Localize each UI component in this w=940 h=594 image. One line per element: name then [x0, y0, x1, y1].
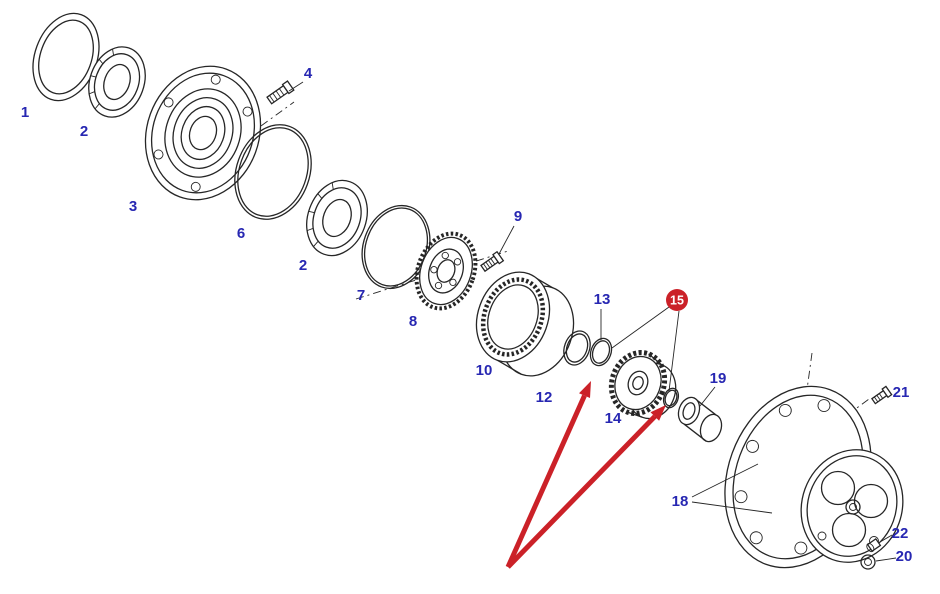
leader-15 — [611, 306, 680, 392]
leader-20 — [875, 557, 897, 562]
callout-14: 14 — [605, 410, 622, 427]
callout-22: 22 — [892, 525, 909, 542]
leader-4 — [288, 81, 304, 92]
badge-15-label: 15 — [670, 294, 684, 308]
highlight-badge-15: 15 — [611, 289, 688, 392]
part-8-toothed-plate — [414, 231, 478, 311]
callout-3: 3 — [129, 198, 137, 215]
callout-6: 6 — [237, 225, 245, 242]
callout-1: 1 — [21, 104, 29, 121]
red-arrow-1 — [505, 394, 587, 569]
callout-18: 18 — [672, 493, 689, 510]
callout-labels: 1 2 3 4 6 2 7 8 9 10 12 13 14 18 19 20 2… — [21, 65, 913, 565]
part-3-hub — [144, 65, 262, 201]
leader-19 — [699, 386, 716, 407]
callout-9: 9 — [514, 208, 522, 225]
part-22-plug — [866, 537, 882, 553]
callout-20: 20 — [896, 548, 913, 565]
callout-8: 8 — [409, 313, 417, 330]
callout-2a: 2 — [80, 123, 88, 140]
part-14-sun-gear — [608, 350, 677, 420]
highlight-arrows — [505, 381, 666, 569]
part-21-bolt — [871, 385, 893, 405]
part-19-bushing — [677, 396, 723, 443]
leader-9 — [498, 225, 515, 255]
part-6-seal-ring — [234, 124, 312, 220]
leader-18 — [691, 463, 773, 514]
part-20-washer — [860, 554, 876, 570]
part-18-planet-carrier — [724, 385, 904, 569]
part-4-stud-bolt — [266, 80, 295, 105]
callout-13: 13 — [594, 291, 611, 308]
callout-10: 10 — [476, 362, 493, 379]
part-2-bearing-rear — [306, 179, 368, 257]
callout-19: 19 — [710, 370, 727, 387]
leader-22 — [879, 534, 893, 543]
callout-4: 4 — [304, 65, 313, 82]
part-2-bearing-front — [88, 46, 146, 118]
red-arrow-2-head — [650, 405, 666, 421]
part-15-snap-ring-b — [662, 387, 680, 409]
part-9-bolt — [480, 250, 505, 273]
part-10-ring-gear — [475, 271, 575, 377]
red-arrow-2 — [506, 414, 657, 569]
callout-12: 12 — [536, 389, 553, 406]
callout-2b: 2 — [299, 257, 307, 274]
red-arrow-1-head — [579, 381, 591, 398]
callout-21: 21 — [893, 384, 910, 401]
part-12-ring — [563, 330, 591, 366]
badge-15-circle — [666, 289, 688, 311]
part-13-snap-ring — [589, 337, 613, 367]
callout-7: 7 — [357, 287, 365, 304]
